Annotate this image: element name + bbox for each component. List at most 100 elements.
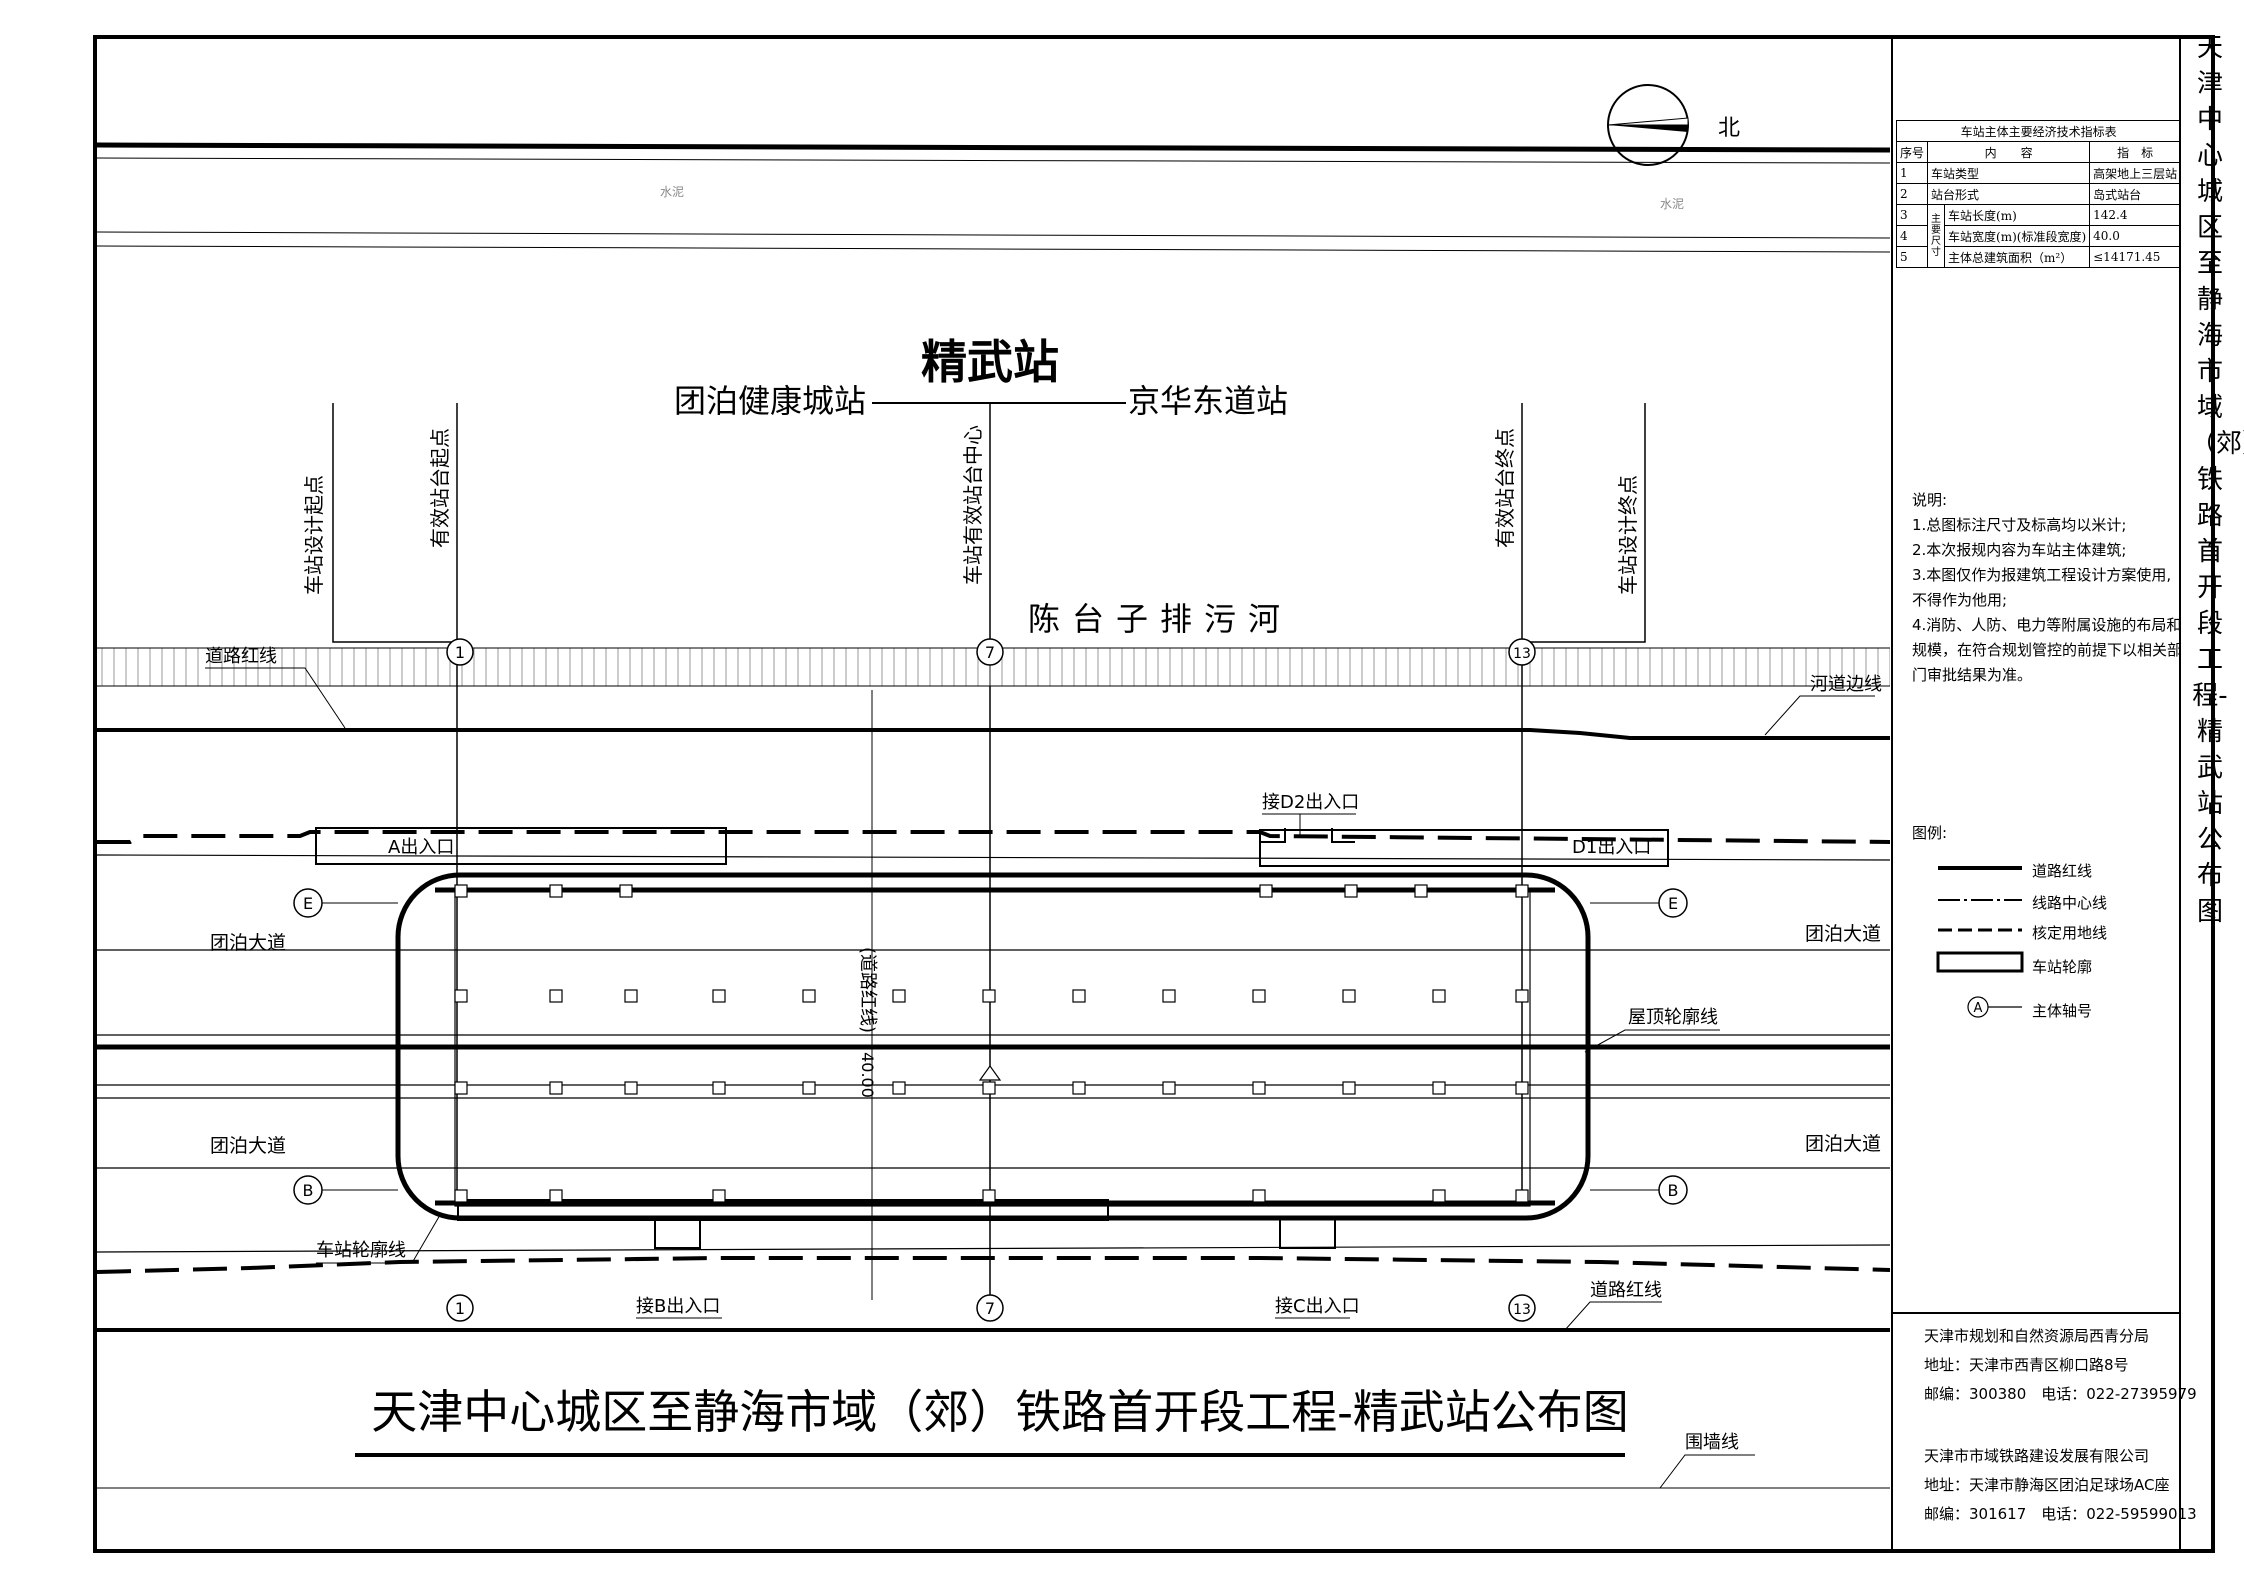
entrance-d1-label: D1出入口 (1572, 837, 1651, 858)
entrance-b-label: 接B出入口 (636, 1296, 720, 1317)
spec-cell: 40.0 (2089, 225, 2182, 247)
north-arrow-icon (1607, 84, 1689, 166)
org1-info: 天津市规划和自然资源局西青分局 地址：天津市西青区柳口路8号 邮编：300380… (1924, 1322, 2197, 1409)
axis-13-bottom: 13 (1513, 1302, 1531, 1318)
spec-cell: 1 (1895, 162, 1929, 184)
center-redline-label: (道路红线) (857, 947, 878, 1033)
road-redline-bottom-label: 道路红线 (1590, 1280, 1662, 1301)
spec-cell: 2 (1895, 183, 1929, 205)
wall-line-leader (1659, 1454, 1755, 1489)
spec-header-value: 指 标 (2089, 141, 2182, 163)
spec-cell: 3 (1895, 204, 1929, 226)
marker-design-start: 车站设计起点 (302, 475, 326, 595)
legend-axis-symbol: A (1974, 1001, 1983, 1016)
prev-station: 团泊健康城站 (674, 382, 866, 420)
water-label-1: 水泥 (660, 185, 684, 199)
spec-cell: 车站类型 (1927, 162, 2091, 184)
note-line: 1.总图标注尺寸及标高均以米计; (1912, 516, 2127, 534)
top-bank-line-3 (96, 231, 1891, 239)
road-redline-bottom-leader (1564, 1301, 1662, 1331)
river-name: 陈台子排污河 (1028, 600, 1292, 638)
notes-title: 说明: (1912, 491, 1948, 509)
spec-header-item: 内 容 (1927, 141, 2091, 163)
outer-frame (93, 35, 2215, 1553)
station-name: 精武站 (921, 335, 1059, 389)
axis-b-right: B (1668, 1181, 1679, 1200)
entrance-c-label: 接C出入口 (1275, 1296, 1360, 1317)
org2-contact: 邮编：301617 电话：022-59599013 (1924, 1505, 2197, 1523)
note-line: 不得作为他用; (1912, 591, 2008, 609)
spec-table-title: 车站主体主要经济技术指标表 (1895, 120, 2182, 142)
station-outline-label: 车站轮廓线 (316, 1240, 406, 1261)
spec-cell: 岛式站台 (2089, 183, 2182, 205)
legend-item: 核定用地线 (2032, 924, 2108, 942)
land-line-top (97, 830, 1891, 844)
axis-b-left: B (303, 1181, 314, 1200)
legend-title: 图例: (1912, 824, 1948, 842)
org2-name: 天津市市域铁路建设发展有限公司 (1924, 1447, 2150, 1465)
note-line: 3.本图仅作为报建筑工程设计方案使用, (1912, 566, 2172, 584)
axis-13-top: 13 (1513, 646, 1531, 662)
axis-markers-bottom (446, 1294, 1536, 1322)
top-bank-line-2 (96, 157, 1891, 164)
top-bank-line-4 (96, 245, 1891, 253)
spec-cell: 站台形式 (1927, 183, 2091, 205)
org2-info: 天津市市域铁路建设发展有限公司 地址：天津市静海区团泊足球场AC座 邮编：301… (1924, 1442, 2197, 1529)
marker-platform-end: 有效站台终点 (1493, 428, 1517, 548)
legend-item: 线路中心线 (2032, 894, 2108, 912)
north-label: 北 (1718, 116, 1740, 141)
roof-outline-label: 屋顶轮廓线 (1628, 1007, 1718, 1028)
spec-cell: 主体总建筑面积（m²） (1944, 246, 2091, 268)
axis-e-left: E (303, 894, 313, 913)
spec-header-no: 序号 (1895, 141, 1929, 163)
legend-symbols (1936, 866, 2024, 1018)
spec-cell: 车站宽度(m)(标准段宽度) (1944, 225, 2091, 247)
column-grid (454, 884, 1529, 1203)
note-line: 规模，在符合规划管控的前提下以相关部 (1912, 641, 2183, 659)
spec-cell: 5 (1895, 246, 1929, 268)
top-bank-line (96, 142, 1891, 153)
marker-design-end: 车站设计终点 (1616, 475, 1640, 595)
river-edge-leader (1764, 695, 1875, 736)
center-triangle-icon (978, 1064, 1002, 1081)
notes: 说明: 1.总图标注尺寸及标高均以米计; 2.本次报规内容为车站主体建筑; 3.… (1912, 488, 2182, 688)
next-station: 京华东道站 (1128, 382, 1288, 420)
roof-outline-leader (1584, 1029, 1720, 1053)
org1-address: 地址：天津市西青区柳口路8号 (1924, 1356, 2129, 1374)
road-redline-top (97, 728, 1890, 740)
spec-cell: 车站长度(m) (1944, 204, 2091, 226)
wall-line-label: 围墙线 (1685, 1432, 1739, 1453)
legend-item: 车站轮廓 (2032, 958, 2093, 976)
entrance-a-label: A出入口 (388, 837, 454, 858)
vertical-title: 天津中心城区至静海市域（郊）铁路首开段工程-精武站公布图 (2190, 33, 2244, 927)
spec-cell: 4 (1895, 225, 1929, 247)
dim-40-label: 40.00 (858, 1052, 877, 1098)
axis-markers-side (293, 888, 1688, 1205)
axis-1-top: 1 (455, 643, 465, 662)
station-outline (395, 872, 1591, 1221)
land-line-bottom (96, 1256, 1891, 1274)
org2-address: 地址：天津市静海区团泊足球场AC座 (1924, 1476, 2170, 1494)
marker-lines (332, 403, 1646, 1300)
note-line: 2.本次报规内容为车站主体建筑; (1912, 541, 2127, 559)
road-redline-top-label: 道路红线 (205, 646, 277, 667)
road-tuanbo-right-top: 团泊大道 (1805, 923, 1881, 945)
road-tuanbo-left-bottom: 团泊大道 (210, 1135, 286, 1157)
spec-group-label: 主要尺寸 (1927, 204, 1946, 268)
axis-markers-top (446, 638, 1536, 666)
main-title: 天津中心城区至静海市域（郊）铁路首开段工程-精武站公布图 (371, 1385, 1629, 1439)
station-outline-leader (316, 1214, 441, 1264)
river-edge-label: 河道边线 (1810, 674, 1882, 695)
org1-name: 天津市规划和自然资源局西青分局 (1924, 1327, 2150, 1345)
spec-cell: 142.4 (2089, 204, 2182, 226)
org1-contact: 邮编：300380 电话：022-27395979 (1924, 1385, 2197, 1403)
entrance-d2-label: 接D2出入口 (1262, 792, 1359, 813)
water-label-2: 水泥 (1660, 197, 1684, 211)
legend-item: 道路红线 (2032, 862, 2093, 880)
legend-item: 主体轴号 (2032, 1002, 2093, 1020)
marker-platform-start: 有效站台起点 (428, 428, 452, 548)
axis-1-bottom: 1 (455, 1299, 465, 1318)
spec-cell: ≤14171.45 (2089, 246, 2182, 268)
